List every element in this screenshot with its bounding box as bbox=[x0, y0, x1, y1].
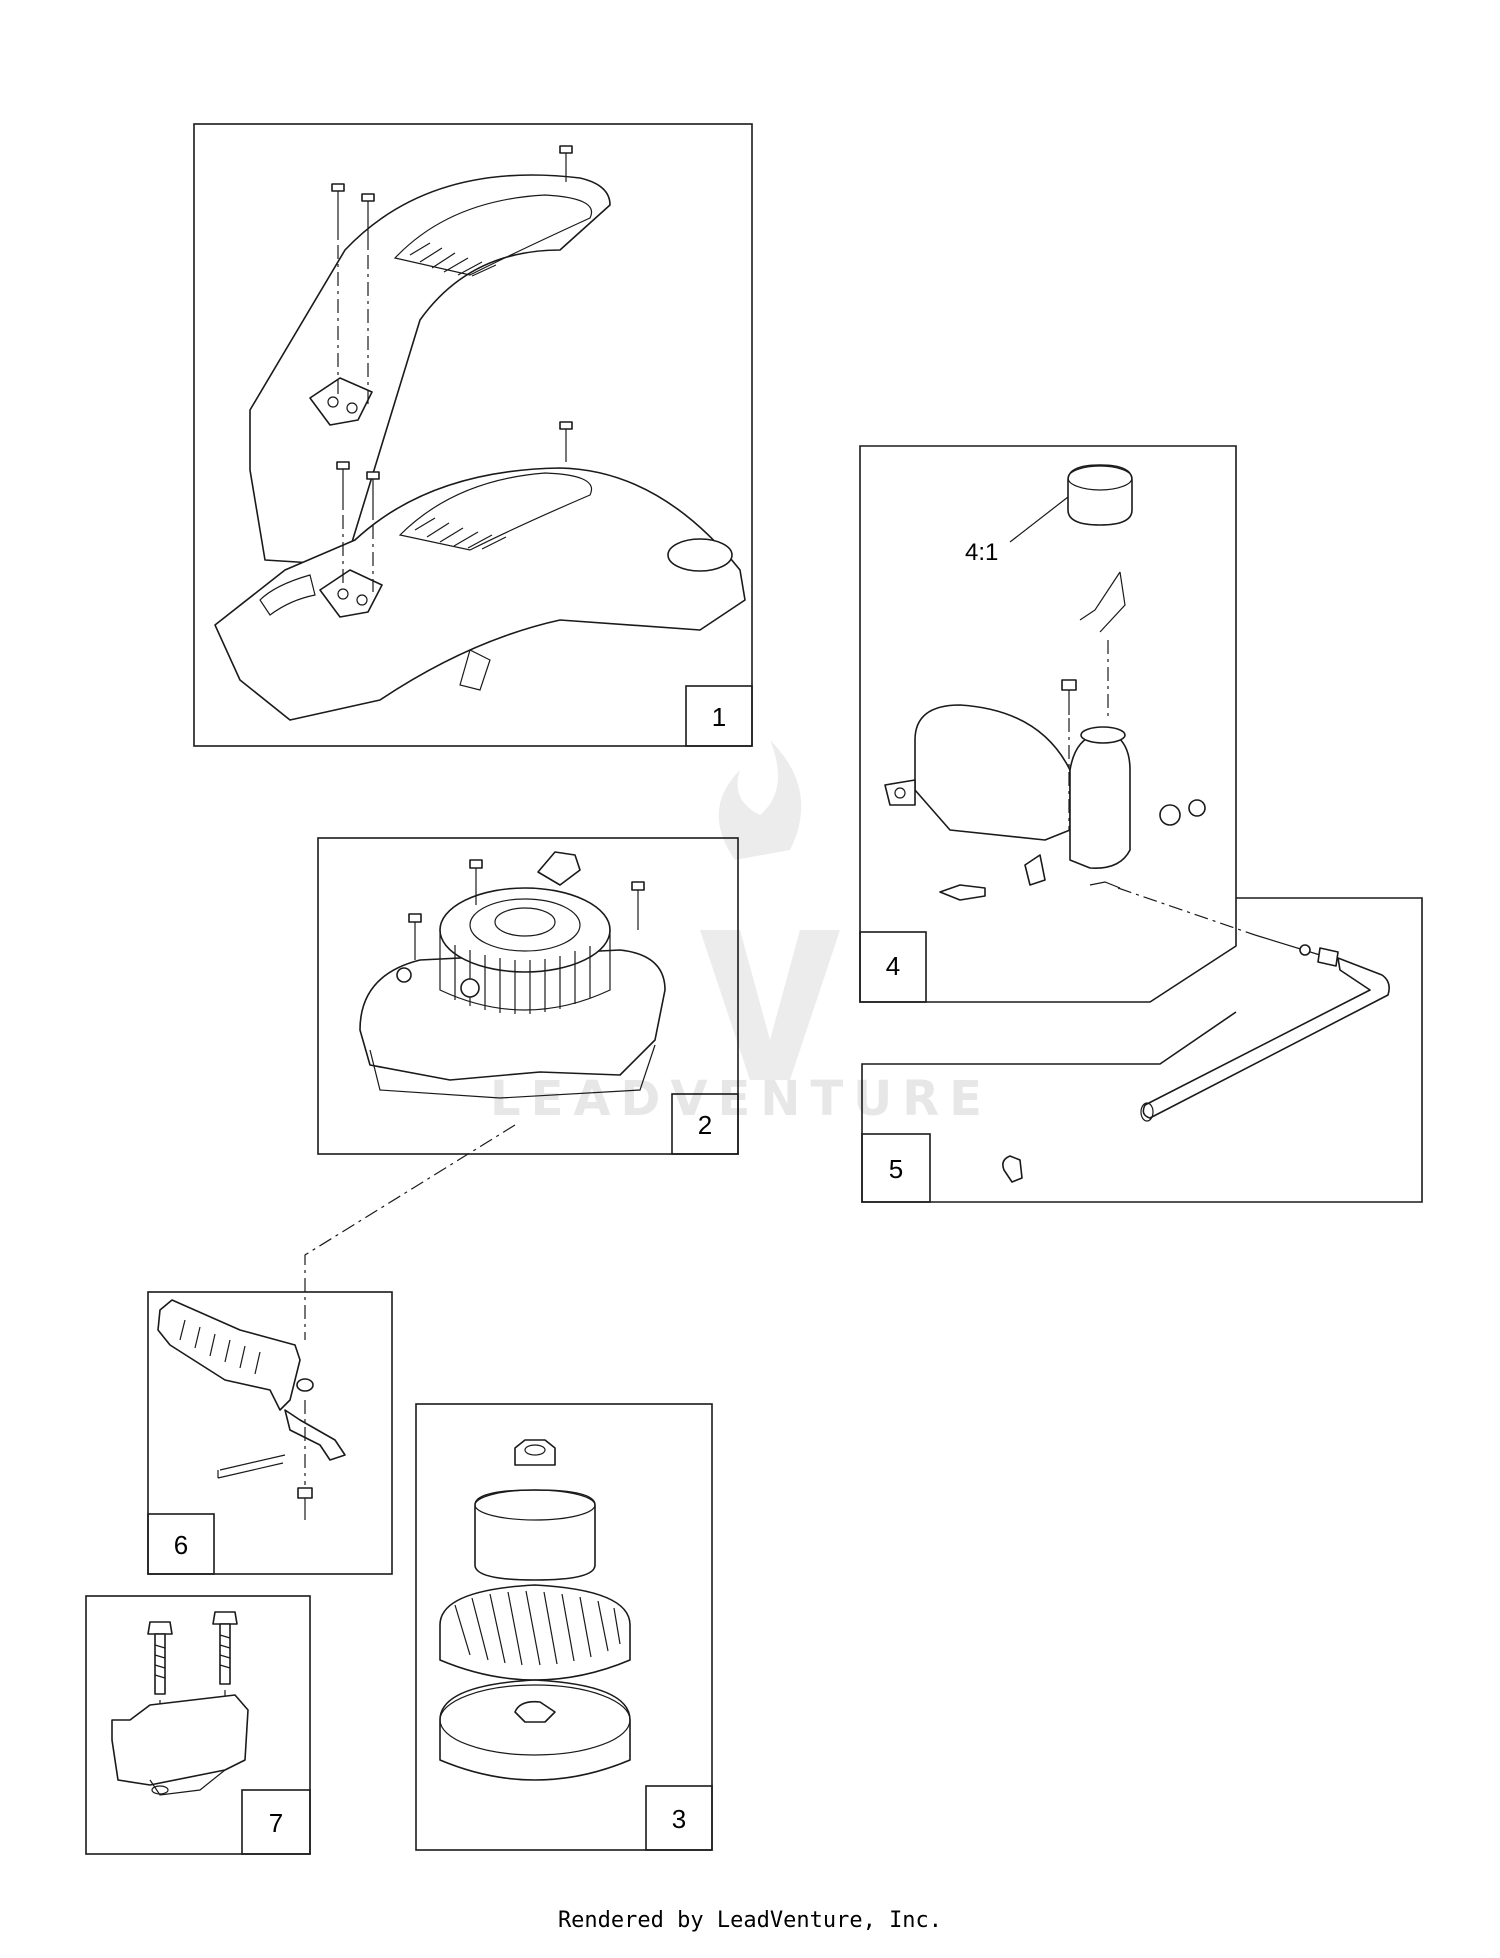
panel-3-frame bbox=[415, 1403, 713, 1851]
flywheel-nut bbox=[514, 1439, 556, 1466]
leadventure-watermark: LEADVENTURE bbox=[490, 740, 992, 1127]
panel-5-label-box bbox=[861, 1133, 931, 1203]
starter-cup bbox=[474, 1489, 596, 1581]
upper-cover-vent bbox=[393, 194, 593, 276]
panel-1-number: 1 bbox=[712, 702, 726, 732]
panel-6-number: 6 bbox=[174, 1530, 188, 1560]
starter-to-lever-leader bbox=[304, 1124, 516, 1340]
panel-7-frame bbox=[85, 1595, 311, 1855]
fuel-tank-screw bbox=[1061, 679, 1077, 830]
fuel-line-clamp bbox=[1317, 947, 1339, 967]
starter-pulley-outer bbox=[439, 887, 611, 973]
footer-credit: Rendered by LeadVenture, Inc. bbox=[557, 1908, 943, 1933]
fuel-tank-neck bbox=[1069, 734, 1131, 869]
fuel-tank-body bbox=[914, 704, 1071, 841]
lower-cover bbox=[214, 467, 746, 721]
panel-3-label-box bbox=[645, 1785, 713, 1851]
panel-5-number: 5 bbox=[889, 1154, 903, 1184]
bracket-plate bbox=[111, 1694, 249, 1786]
panel-1-label-box bbox=[685, 685, 753, 747]
fuel-tank-bolt bbox=[939, 884, 986, 901]
flywheel-hub bbox=[514, 1700, 556, 1723]
lower-cover-filler bbox=[667, 538, 733, 572]
panel-5-frame bbox=[861, 897, 1423, 1203]
watermark-text: LEADVENTURE bbox=[490, 1071, 992, 1127]
panel-2-number: 2 bbox=[698, 1110, 712, 1140]
fuel-line-spare-clamp bbox=[1002, 1155, 1023, 1183]
panel-2-label-box bbox=[671, 1093, 739, 1155]
fuel-tank-nut bbox=[1188, 799, 1206, 817]
fuel-tank-washer bbox=[1159, 804, 1181, 826]
fuel-cap-callout: 4:1 bbox=[965, 539, 998, 566]
panel-4-number: 4 bbox=[886, 951, 900, 981]
panel-3-number: 3 bbox=[672, 1804, 686, 1834]
fuel-line-hose bbox=[1142, 957, 1390, 1119]
control-lever bbox=[157, 1299, 301, 1411]
panel-7-number: 7 bbox=[269, 1808, 283, 1838]
panel-2-frame bbox=[317, 837, 739, 1155]
panel-1[interactable]: 1 bbox=[193, 123, 753, 747]
panel-7-label-box bbox=[241, 1789, 311, 1855]
flywheel-fan bbox=[439, 1584, 631, 1681]
starter-housing bbox=[359, 949, 666, 1081]
upper-cover-bracket bbox=[309, 377, 373, 426]
panel-7[interactable]: 7 bbox=[85, 1595, 311, 1855]
panel-5[interactable]: 5 bbox=[861, 897, 1423, 1203]
starter-handle bbox=[537, 851, 581, 886]
fuel-tank-tab bbox=[884, 779, 916, 806]
flywheel-base bbox=[439, 1679, 631, 1781]
lower-cover-screws bbox=[336, 421, 573, 592]
control-lever-arm bbox=[284, 1409, 346, 1461]
lower-cover-vent bbox=[398, 472, 593, 551]
panel-1-frame bbox=[193, 123, 753, 747]
upper-cover-screws bbox=[331, 145, 573, 405]
lower-cover-bracket bbox=[319, 569, 383, 618]
fuel-cap bbox=[1067, 464, 1133, 526]
panel-4-label-box bbox=[859, 931, 927, 1003]
panel-3[interactable]: 3 bbox=[415, 1403, 713, 1851]
panel-2[interactable]: 2 bbox=[317, 837, 739, 1155]
starter-screws bbox=[408, 859, 645, 960]
control-lever-bolt bbox=[297, 1400, 313, 1520]
panel-6-frame bbox=[147, 1291, 393, 1575]
panel-4-frame bbox=[859, 445, 1237, 1003]
panel-6[interactable]: 6 bbox=[147, 1291, 393, 1575]
panel-4[interactable]: 4 4:1 bbox=[859, 445, 1256, 1003]
panel-6-label-box bbox=[147, 1513, 215, 1575]
